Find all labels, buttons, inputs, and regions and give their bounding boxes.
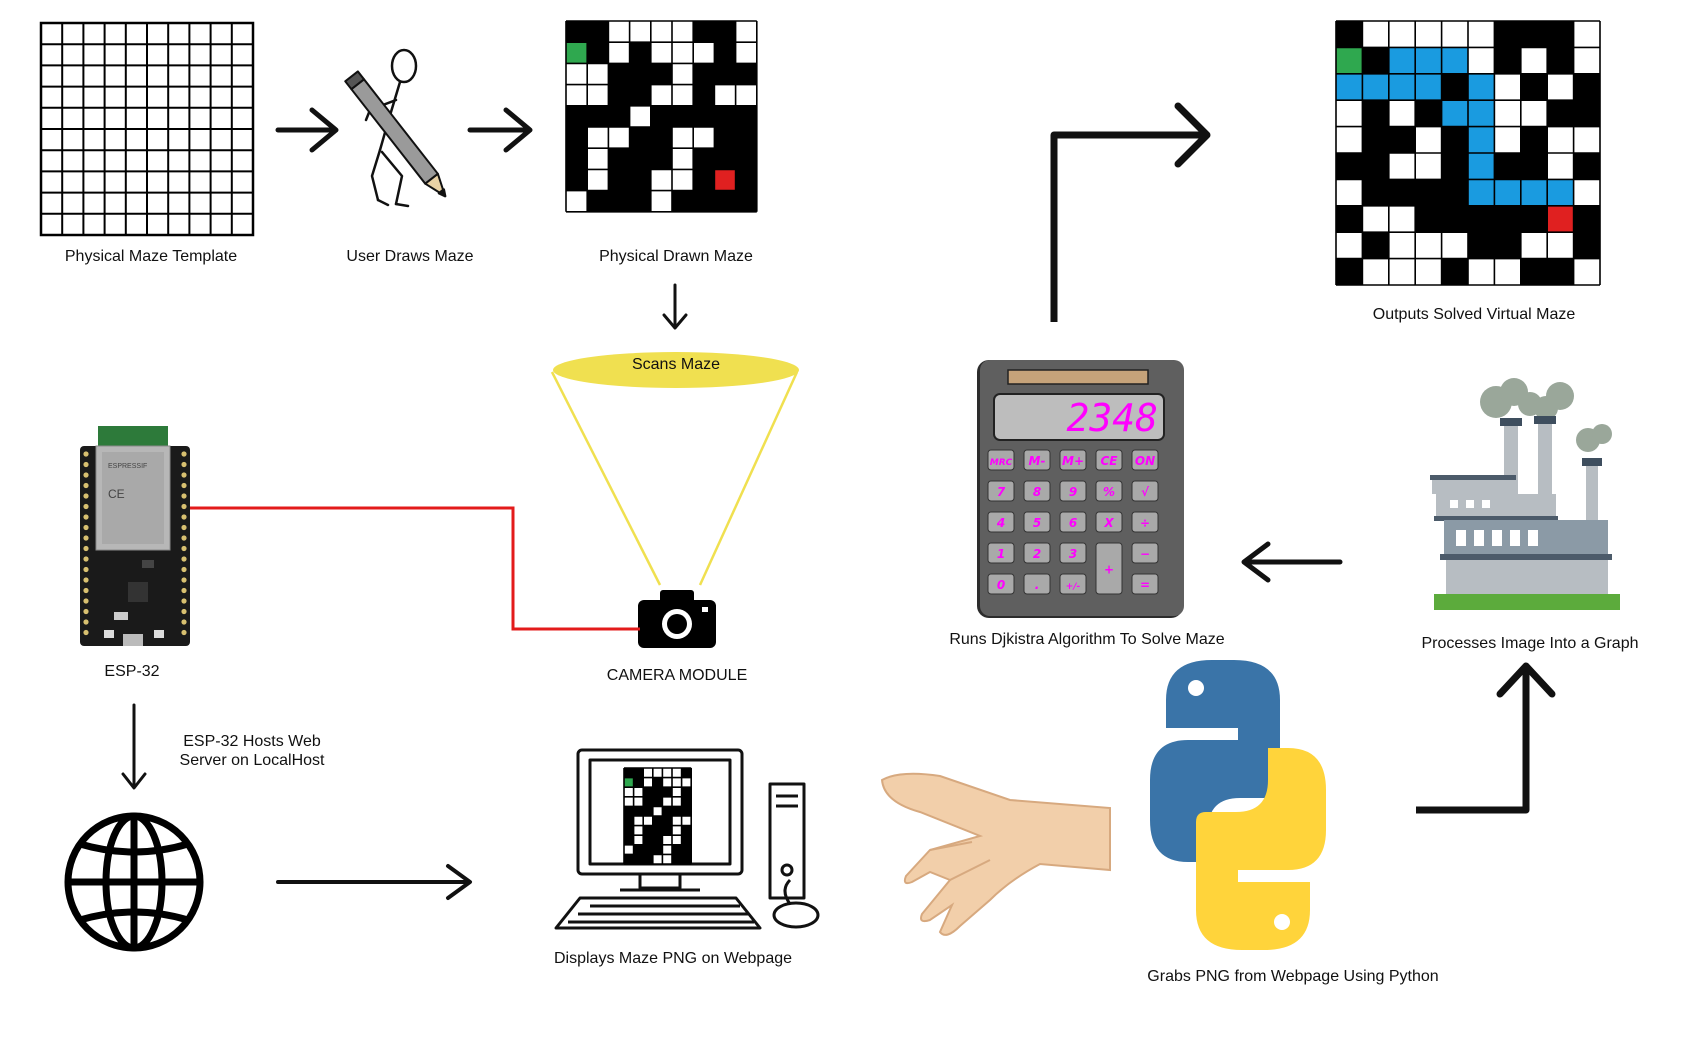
label-physical-drawn-maze: Physical Drawn Maze <box>599 248 753 265</box>
python-logo-icon <box>1150 660 1326 950</box>
svg-text:X: X <box>1103 516 1114 530</box>
calculator-key: 7 <box>987 480 1015 502</box>
svg-text:7: 7 <box>997 485 1006 499</box>
calculator-key: = <box>1131 573 1159 595</box>
label-user-draws-maze: User Draws Maze <box>346 248 474 265</box>
svg-text:M-: M- <box>1029 454 1046 468</box>
calculator-key: CE <box>1095 449 1123 471</box>
svg-text:5: 5 <box>1033 516 1041 530</box>
calculator-key: ON <box>1131 449 1159 471</box>
calculator-key: M- <box>1023 449 1051 471</box>
calculator-key: ÷ <box>1131 511 1159 533</box>
calculator-key: +/- <box>1059 573 1087 595</box>
scan-beam <box>550 352 799 586</box>
svg-text:4: 4 <box>996 516 1005 530</box>
svg-text:6: 6 <box>1069 516 1077 530</box>
svg-text:.: . <box>1035 578 1040 592</box>
flow-arrows <box>121 102 1556 900</box>
calculator-key: 5 <box>1023 511 1051 533</box>
svg-text:M+: M+ <box>1062 454 1084 468</box>
svg-text:ESPRESSIF: ESPRESSIF <box>108 463 147 470</box>
svg-text:8: 8 <box>1033 485 1041 499</box>
calculator-key: 4 <box>987 511 1015 533</box>
calculator-key: MRC <box>987 449 1015 471</box>
svg-text:÷: ÷ <box>1140 516 1150 530</box>
calculator-key: M+ <box>1059 449 1087 471</box>
calculator-key: % <box>1095 480 1123 502</box>
calculator-key: √ <box>1131 480 1159 502</box>
svg-text:CE: CE <box>1100 454 1118 468</box>
calculator-key: 0 <box>987 573 1015 595</box>
label-processes-image: Processes Image Into a Graph <box>1421 635 1639 652</box>
calculator-key: X <box>1095 511 1123 533</box>
svg-text:−: − <box>1140 547 1150 561</box>
svg-text:2: 2 <box>1033 547 1041 561</box>
calculator-key: − <box>1131 542 1159 564</box>
label-esp32-hosts-line1: ESP-32 Hosts Web <box>183 733 321 750</box>
calculator-display: 2348 <box>1066 396 1158 440</box>
svg-text:3: 3 <box>1069 547 1077 561</box>
factory-icon <box>1430 378 1620 610</box>
desktop-computer-icon <box>554 748 820 930</box>
svg-text:√: √ <box>1141 485 1150 499</box>
svg-text:%: % <box>1103 485 1115 499</box>
svg-text:+/-: +/- <box>1066 582 1081 592</box>
calculator-key: 6 <box>1059 511 1087 533</box>
camera-icon <box>638 590 716 648</box>
calculator-icon: 2348 MRC M- M+ CE ON 7 8 9% √ 4 5 6 X ÷ 1 2 3 + − 0. +/- = <box>977 360 1184 618</box>
label-camera-module: CAMERA MODULE <box>606 667 748 684</box>
label-esp32: ESP-32 <box>104 663 160 680</box>
esp32-board-icon: ESPRESSIF CE <box>80 426 190 646</box>
physical-drawn-maze <box>565 20 758 213</box>
svg-text:ON: ON <box>1135 454 1155 468</box>
hand-icon <box>880 772 1111 936</box>
solved-virtual-maze <box>1335 20 1601 286</box>
calculator-key: + <box>1095 542 1123 595</box>
pencil-person-icon <box>344 48 447 208</box>
svg-text:MRC: MRC <box>990 458 1013 468</box>
calculator-key: 8 <box>1023 480 1051 502</box>
label-esp32-hosts-line2: Server on LocalHost <box>179 752 325 769</box>
calculator-key: 9 <box>1059 480 1087 502</box>
calculator-key: . <box>1023 573 1051 595</box>
svg-text:=: = <box>1140 578 1150 592</box>
label-scans-maze: Scans Maze <box>631 356 721 373</box>
label-runs-dijkstra: Runs Djkistra Algorithm To Solve Maze <box>949 631 1225 648</box>
svg-text:1: 1 <box>997 547 1005 561</box>
calculator-key: 1 <box>987 542 1015 564</box>
svg-text:0: 0 <box>997 578 1005 592</box>
svg-text:9: 9 <box>1069 485 1077 499</box>
label-outputs-solved-maze: Outputs Solved Virtual Maze <box>1372 306 1576 323</box>
calculator-key: 2 <box>1023 542 1051 564</box>
globe-icon <box>64 812 204 952</box>
calculator-key: 3 <box>1059 542 1087 564</box>
svg-text:CE: CE <box>108 487 125 501</box>
computer-screen-maze <box>623 767 693 865</box>
label-physical-maze-template: Physical Maze Template <box>64 248 238 265</box>
svg-text:+: + <box>1104 563 1114 577</box>
label-grabs-png: Grabs PNG from Webpage Using Python <box>1147 968 1439 985</box>
esp32-camera-wire <box>188 506 640 631</box>
maze-template-grid <box>39 21 255 237</box>
label-displays-maze: Displays Maze PNG on Webpage <box>553 950 793 967</box>
